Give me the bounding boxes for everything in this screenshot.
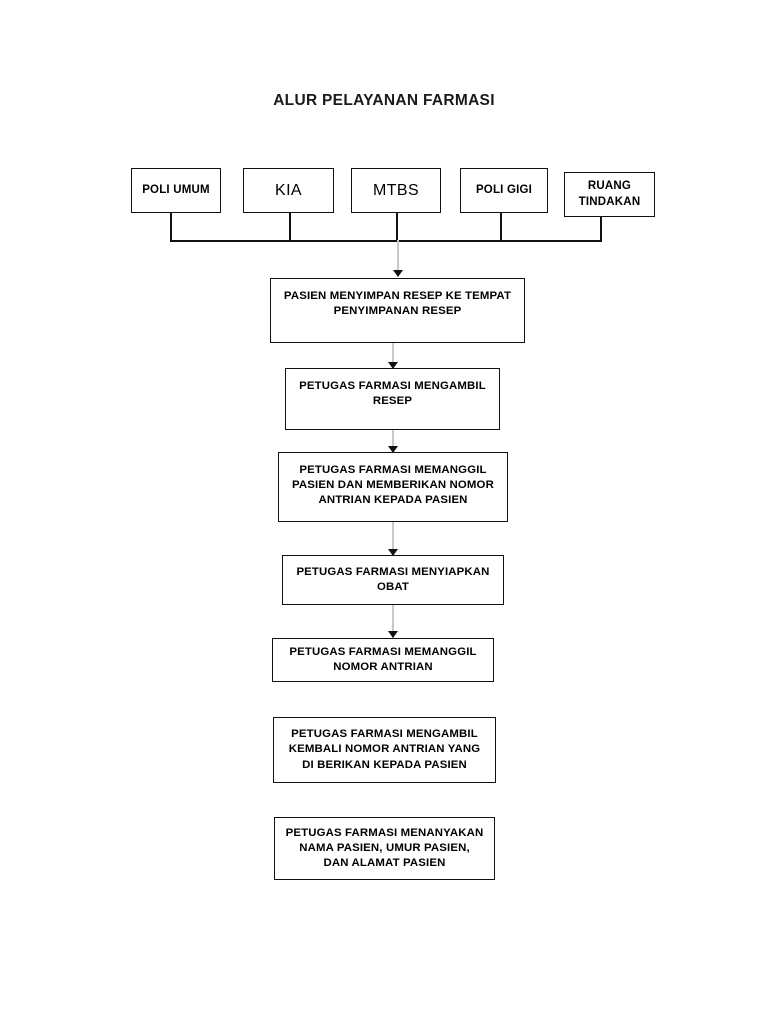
process-node-step-3-label: PETUGAS FARMASI MEMANGGIL PASIEN DAN MEM…	[292, 464, 494, 507]
arrowhead-step-1-to-step-2	[388, 362, 398, 369]
entry-node-ruang-tindakan-label: RUANG TINDAKAN	[578, 180, 641, 208]
arrowhead-step-4-to-step-5	[388, 631, 398, 638]
connector-stem-poli-umum	[170, 213, 172, 241]
process-node-step-7-label: PETUGAS FARMASI MENANYAKAN NAMA PASIEN, …	[285, 826, 484, 870]
process-node-step-7[interactable]: PETUGAS FARMASI MENANYAKAN NAMA PASIEN, …	[274, 817, 495, 880]
connector-step-1-to-step-2	[392, 343, 394, 368]
entry-node-poli-gigi-label: POLI GIGI	[475, 183, 533, 196]
process-node-step-1[interactable]: PASIEN MENYIMPAN RESEP KE TEMPAT PENYIMP…	[270, 278, 525, 343]
entry-node-ruang-tindakan[interactable]: RUANG TINDAKAN	[564, 172, 655, 217]
process-node-step-5[interactable]: PETUGAS FARMASI MEMANGGIL NOMOR ANTRIAN	[272, 638, 494, 682]
connector-stem-kia	[289, 213, 291, 241]
entry-node-mtbs[interactable]: MTBS	[351, 168, 441, 213]
connector-bus-to-step-1	[397, 240, 399, 272]
page-title: ALUR PELAYANAN FARMASI	[273, 92, 495, 109]
process-node-step-2-label: PETUGAS FARMASI MENGAMBIL RESEP	[299, 380, 486, 408]
connector-stem-mtbs	[396, 213, 398, 241]
connector-stem-poli-gigi	[500, 213, 502, 241]
process-node-step-6-label: PETUGAS FARMASI MENGAMBIL KEMBALI NOMOR …	[288, 728, 481, 771]
process-node-step-4[interactable]: PETUGAS FARMASI MENYIAPKAN OBAT	[282, 555, 504, 605]
process-node-step-5-label: PETUGAS FARMASI MEMANGGIL NOMOR ANTRIAN	[289, 645, 477, 673]
entry-node-kia-label: KIA	[275, 181, 302, 199]
connector-stem-ruang-tindakan	[600, 217, 602, 241]
connector-step-4-to-step-5	[392, 605, 394, 638]
entry-node-poli-gigi[interactable]: POLI GIGI	[460, 168, 548, 213]
process-node-step-6[interactable]: PETUGAS FARMASI MENGAMBIL KEMBALI NOMOR …	[273, 717, 496, 783]
entry-node-poli-umum[interactable]: POLI UMUM	[131, 168, 221, 213]
entry-node-poli-umum-label: POLI UMUM	[142, 183, 210, 196]
connector-step-2-to-step-3	[392, 430, 394, 452]
arrowhead-bus-to-step-1	[393, 270, 403, 277]
process-node-step-2[interactable]: PETUGAS FARMASI MENGAMBIL RESEP	[285, 368, 500, 430]
process-node-step-4-label: PETUGAS FARMASI MENYIAPKAN OBAT	[296, 565, 490, 593]
process-node-step-1-label: PASIEN MENYIMPAN RESEP KE TEMPAT PENYIMP…	[283, 290, 512, 318]
entry-node-kia[interactable]: KIA	[243, 168, 334, 213]
arrowhead-step-2-to-step-3	[388, 446, 398, 453]
arrowhead-step-3-to-step-4	[388, 549, 398, 556]
process-node-step-3[interactable]: PETUGAS FARMASI MEMANGGIL PASIEN DAN MEM…	[278, 452, 508, 522]
connector-bus-entry	[170, 240, 602, 242]
entry-node-mtbs-label: MTBS	[372, 181, 420, 199]
connector-step-3-to-step-4	[392, 522, 394, 555]
